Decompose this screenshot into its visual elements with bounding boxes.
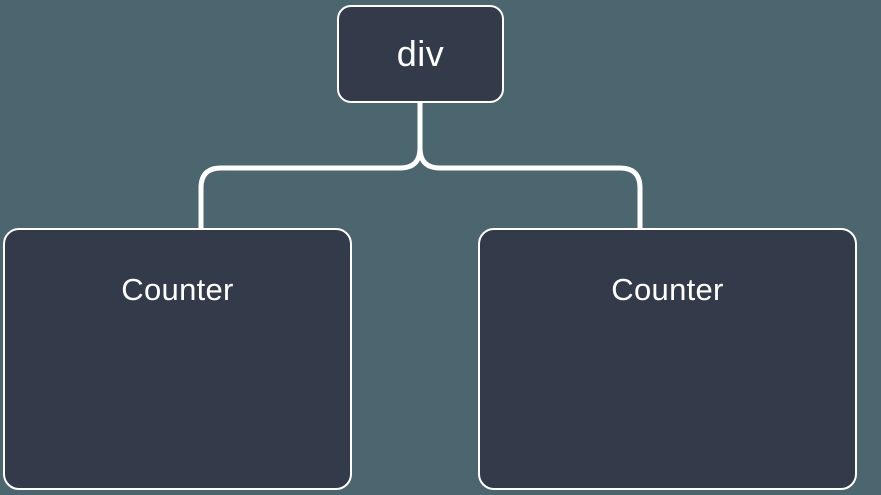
tree-node-counter-left[interactable]: Counter count 0: [3, 228, 352, 490]
tree-node-div[interactable]: div: [337, 5, 504, 103]
tree-node-counter-right[interactable]: Counter count 1: [478, 228, 857, 490]
tree-node-div-label: div: [396, 33, 445, 74]
connector-path-right: [417, 100, 643, 231]
tree-node-counter-right-label: Counter: [611, 272, 724, 307]
connector-path-left: [198, 100, 423, 231]
tree-node-counter-left-label: Counter: [121, 272, 234, 307]
